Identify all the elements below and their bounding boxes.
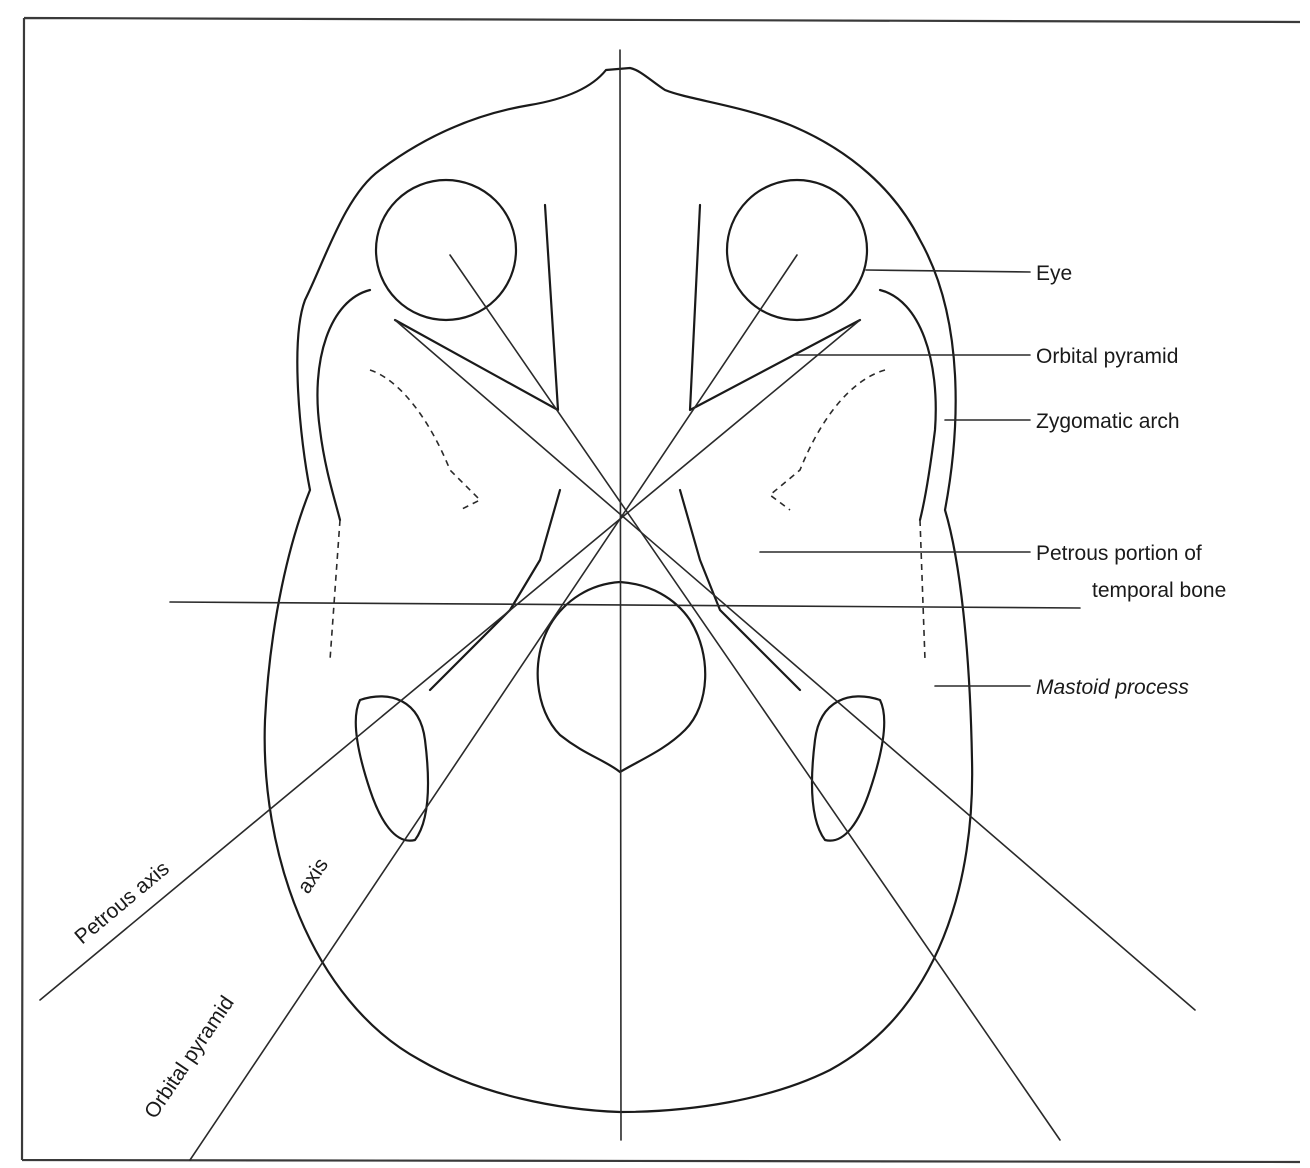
leader-eye [866, 270, 1030, 272]
label-orbital-pyramid: Orbital pyramid [1036, 345, 1178, 368]
label-mastoid: Mastoid process [1036, 676, 1189, 699]
zygomatic-arch-left [317, 290, 370, 520]
temporal-fossa-right [770, 370, 925, 660]
petrous-right [680, 490, 800, 690]
skull-outline [265, 68, 973, 1112]
orbital-pyramid-right [690, 205, 860, 410]
mastoid-right [812, 696, 884, 840]
midline-vertical [620, 50, 621, 1140]
label-zygomatic-arch: Zygomatic arch [1036, 410, 1180, 433]
zygomatic-arch-right [880, 290, 936, 520]
foramen-magnum [538, 582, 706, 772]
eye-left [376, 180, 516, 320]
mastoid-left [356, 696, 428, 840]
label-eye: Eye [1036, 262, 1072, 285]
eye-right [727, 180, 867, 320]
petrous-axis-left [40, 320, 860, 1000]
temporal-fossa-left [330, 370, 480, 660]
label-orbital-pyramid-axis-a: Orbital pyramid [140, 992, 239, 1123]
midline-horizontal [170, 602, 1080, 608]
orbital-pyramid-left [395, 205, 558, 410]
label-orbital-pyramid-axis-b: axis [293, 854, 333, 898]
label-petrous-line2: temporal bone [1092, 579, 1226, 602]
label-petrous-line1: Petrous portion of [1036, 542, 1202, 565]
orbital-pyramid-axis-right [190, 255, 797, 1160]
orbital-pyramid-axis-left [450, 255, 1060, 1140]
